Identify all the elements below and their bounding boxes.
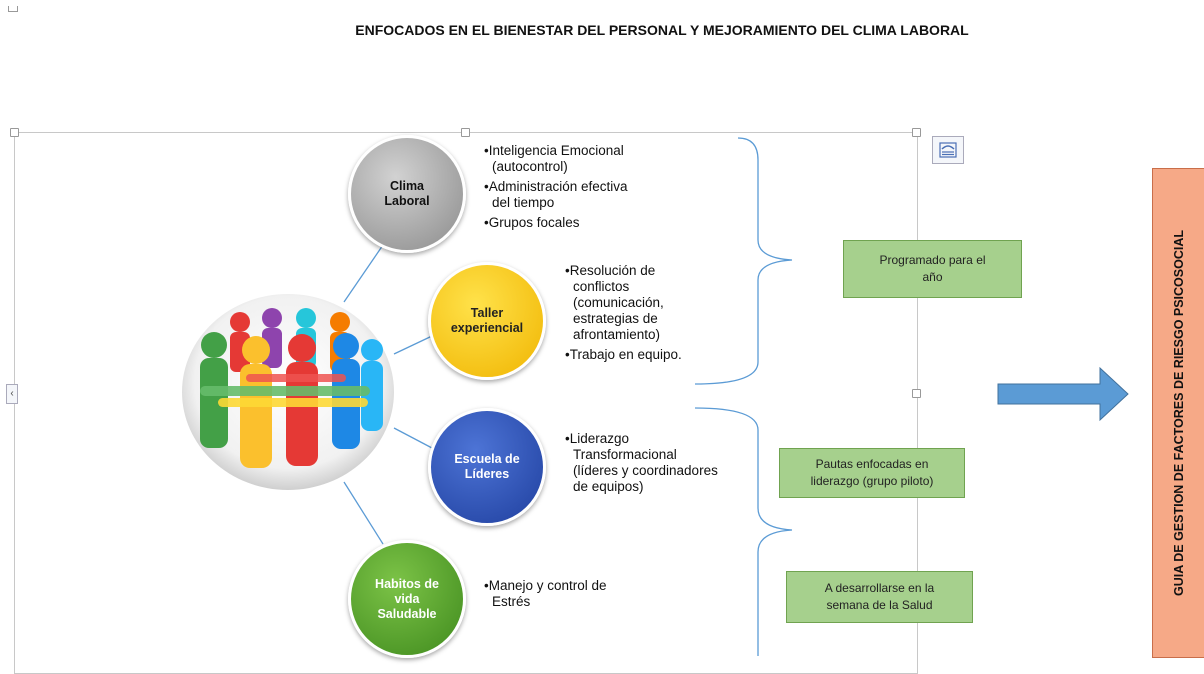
node-taller-line1: Taller xyxy=(470,306,504,320)
connector-clima xyxy=(343,244,384,303)
bullet-line: Estrés xyxy=(492,594,531,609)
connector-taller xyxy=(393,335,433,355)
teamwork-people-image xyxy=(182,294,394,490)
resize-handle-top-right[interactable] xyxy=(912,128,921,137)
bullet-line: Transformacional xyxy=(573,447,677,462)
bullet-line: (líderes y coordinadores xyxy=(573,463,718,478)
node-clima-laboral: Clima Laboral xyxy=(348,135,466,253)
bullets-taller: •Resolución de conflictos (comunicación,… xyxy=(565,263,745,367)
box-desarrollarse-line2: semana de la Salud xyxy=(826,598,933,612)
page-title: ENFOCADOS EN EL BIENESTAR DEL PERSONAL Y… xyxy=(355,22,969,38)
bullet-line: (autocontrol) xyxy=(492,159,568,174)
connector-lines xyxy=(343,244,433,545)
connector-habitos xyxy=(343,481,384,545)
resize-handle-top-left[interactable] xyxy=(10,128,19,137)
collapse-arrow-button[interactable]: ‹ xyxy=(6,384,18,404)
node-escuela-lideres: Escuela de Líderes xyxy=(428,408,546,526)
box-programado-line1: Programado para el xyxy=(879,253,986,267)
guia-vertical-box: GUIA DE GESTION DE FACTORES DE RIESGO PS… xyxy=(1152,168,1204,658)
node-habitos-line3: Saludable xyxy=(377,606,437,621)
bullet-line: afrontamiento) xyxy=(573,327,661,342)
bullet-line: •Grupos focales xyxy=(484,215,580,230)
box-desarrollarse-line1: A desarrollarse en la xyxy=(824,581,935,595)
corner-marker xyxy=(8,6,18,12)
node-taller-line2: experiencial xyxy=(450,321,524,335)
box-programado-line2: año xyxy=(922,270,943,284)
guia-vertical-label: GUIA DE GESTION DE FACTORES DE RIESGO PS… xyxy=(1172,229,1186,597)
box-pautas-line1: Pautas enfocadas en xyxy=(815,457,929,471)
diagram-lines xyxy=(182,137,1129,656)
bullet-line: •Administración efectiva xyxy=(484,179,628,194)
layout-options-icon xyxy=(939,142,957,158)
box-pautas-line2: liderazgo (grupo piloto) xyxy=(810,474,934,488)
node-escuela-line1: Escuela de xyxy=(454,452,520,466)
node-habitos-saludable: Habitos de vida Saludable xyxy=(348,540,466,658)
node-clima-line2: Laboral xyxy=(384,194,430,208)
bullet-line: •Inteligencia Emocional xyxy=(484,143,624,158)
bullet-line: (comunicación, xyxy=(573,295,664,310)
box-programado: Programado para el año xyxy=(843,240,1022,298)
bullet-line: de equipos) xyxy=(573,479,644,494)
bullet-line: •Manejo y control de xyxy=(484,578,607,593)
right-arrow-shape xyxy=(997,366,1129,422)
braces xyxy=(694,137,793,656)
bullet-line: del tiempo xyxy=(492,195,555,210)
bullet-line: •Resolución de xyxy=(565,263,656,278)
bullets-habitos: •Manejo y control de Estrés xyxy=(484,578,664,614)
layout-options-button[interactable] xyxy=(932,136,964,164)
bullets-clima: •Inteligencia Emocional (autocontrol) •A… xyxy=(484,143,704,235)
node-habitos-line1: Habitos de xyxy=(375,576,439,591)
box-desarrollarse: A desarrollarse en la semana de la Salud xyxy=(786,571,973,623)
brace-lower xyxy=(694,407,793,656)
bullet-line: estrategias de xyxy=(573,311,658,326)
resize-handle-right[interactable] xyxy=(912,389,921,398)
node-escuela-line2: Líderes xyxy=(464,467,510,481)
node-clima-line1: Clima xyxy=(389,179,425,193)
bullet-line: •Trabajo en equipo. xyxy=(565,347,682,362)
node-habitos-line2: vida xyxy=(394,591,420,606)
resize-handle-top[interactable] xyxy=(461,128,470,137)
node-taller-experiencial: Taller experiencial xyxy=(428,262,546,380)
brace-upper xyxy=(694,137,793,385)
bullet-line: •Liderazgo xyxy=(565,431,630,446)
bullets-escuela: •Liderazgo Transformacional (líderes y c… xyxy=(565,431,765,499)
connector-escuela xyxy=(393,427,433,449)
box-pautas: Pautas enfocadas en liderazgo (grupo pil… xyxy=(779,448,965,498)
bullet-line: conflictos xyxy=(573,279,630,294)
